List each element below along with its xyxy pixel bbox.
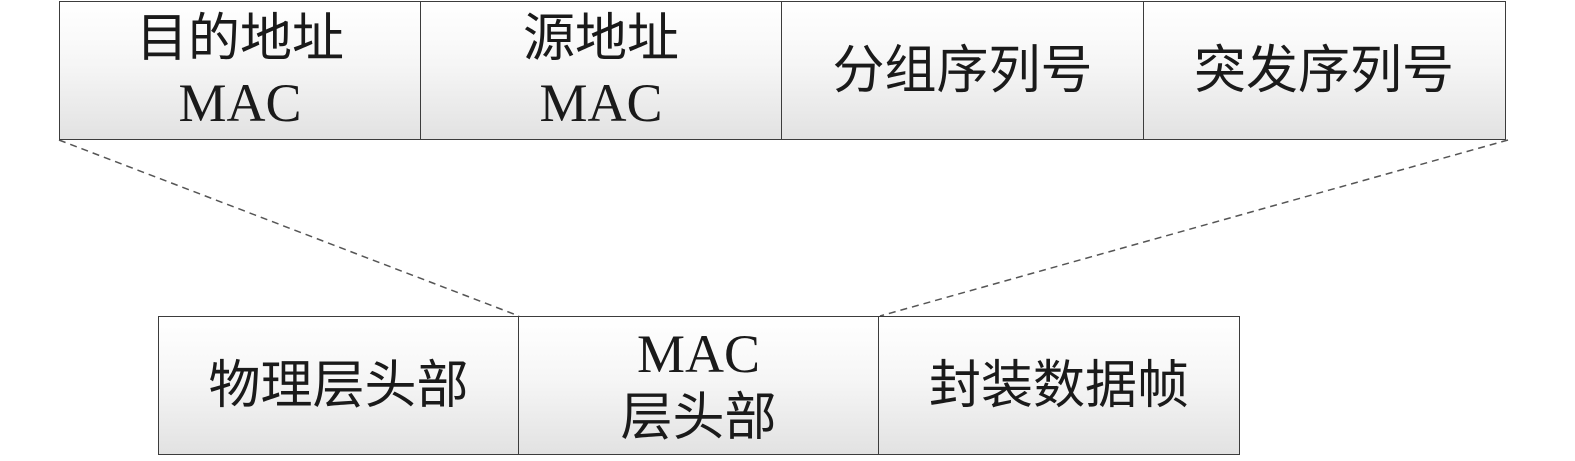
field-label: 分组序列号 (832, 40, 1093, 101)
field-packet-sequence: 分组序列号 (781, 1, 1144, 140)
field-label: 源地址 (522, 8, 679, 69)
frame-structure: 物理层头部 MAC 层头部 封装数据帧 (158, 316, 1242, 455)
field-physical-header: 物理层头部 (158, 316, 519, 455)
field-destination-mac: 目的地址 MAC (59, 1, 421, 140)
field-label-sub: 层头部 (620, 387, 777, 448)
field-label: 物理层头部 (208, 355, 469, 416)
field-source-mac: 源地址 MAC (419, 1, 783, 140)
field-encapsulated-frame: 封装数据帧 (878, 316, 1240, 455)
field-label: 突发序列号 (1193, 40, 1454, 101)
field-label: MAC (636, 323, 761, 384)
field-label: 封装数据帧 (928, 355, 1189, 416)
field-label: 目的地址 (135, 8, 344, 69)
mac-header-expanded: 目的地址 MAC 源地址 MAC 分组序列号 突发序列号 (59, 1, 1508, 140)
field-label-sub: MAC (178, 72, 302, 133)
connector-right (879, 139, 1509, 317)
field-label-sub: MAC (539, 72, 663, 133)
field-burst-sequence: 突发序列号 (1142, 1, 1506, 140)
field-mac-header: MAC 层头部 (517, 316, 880, 455)
connector-left (58, 139, 520, 317)
